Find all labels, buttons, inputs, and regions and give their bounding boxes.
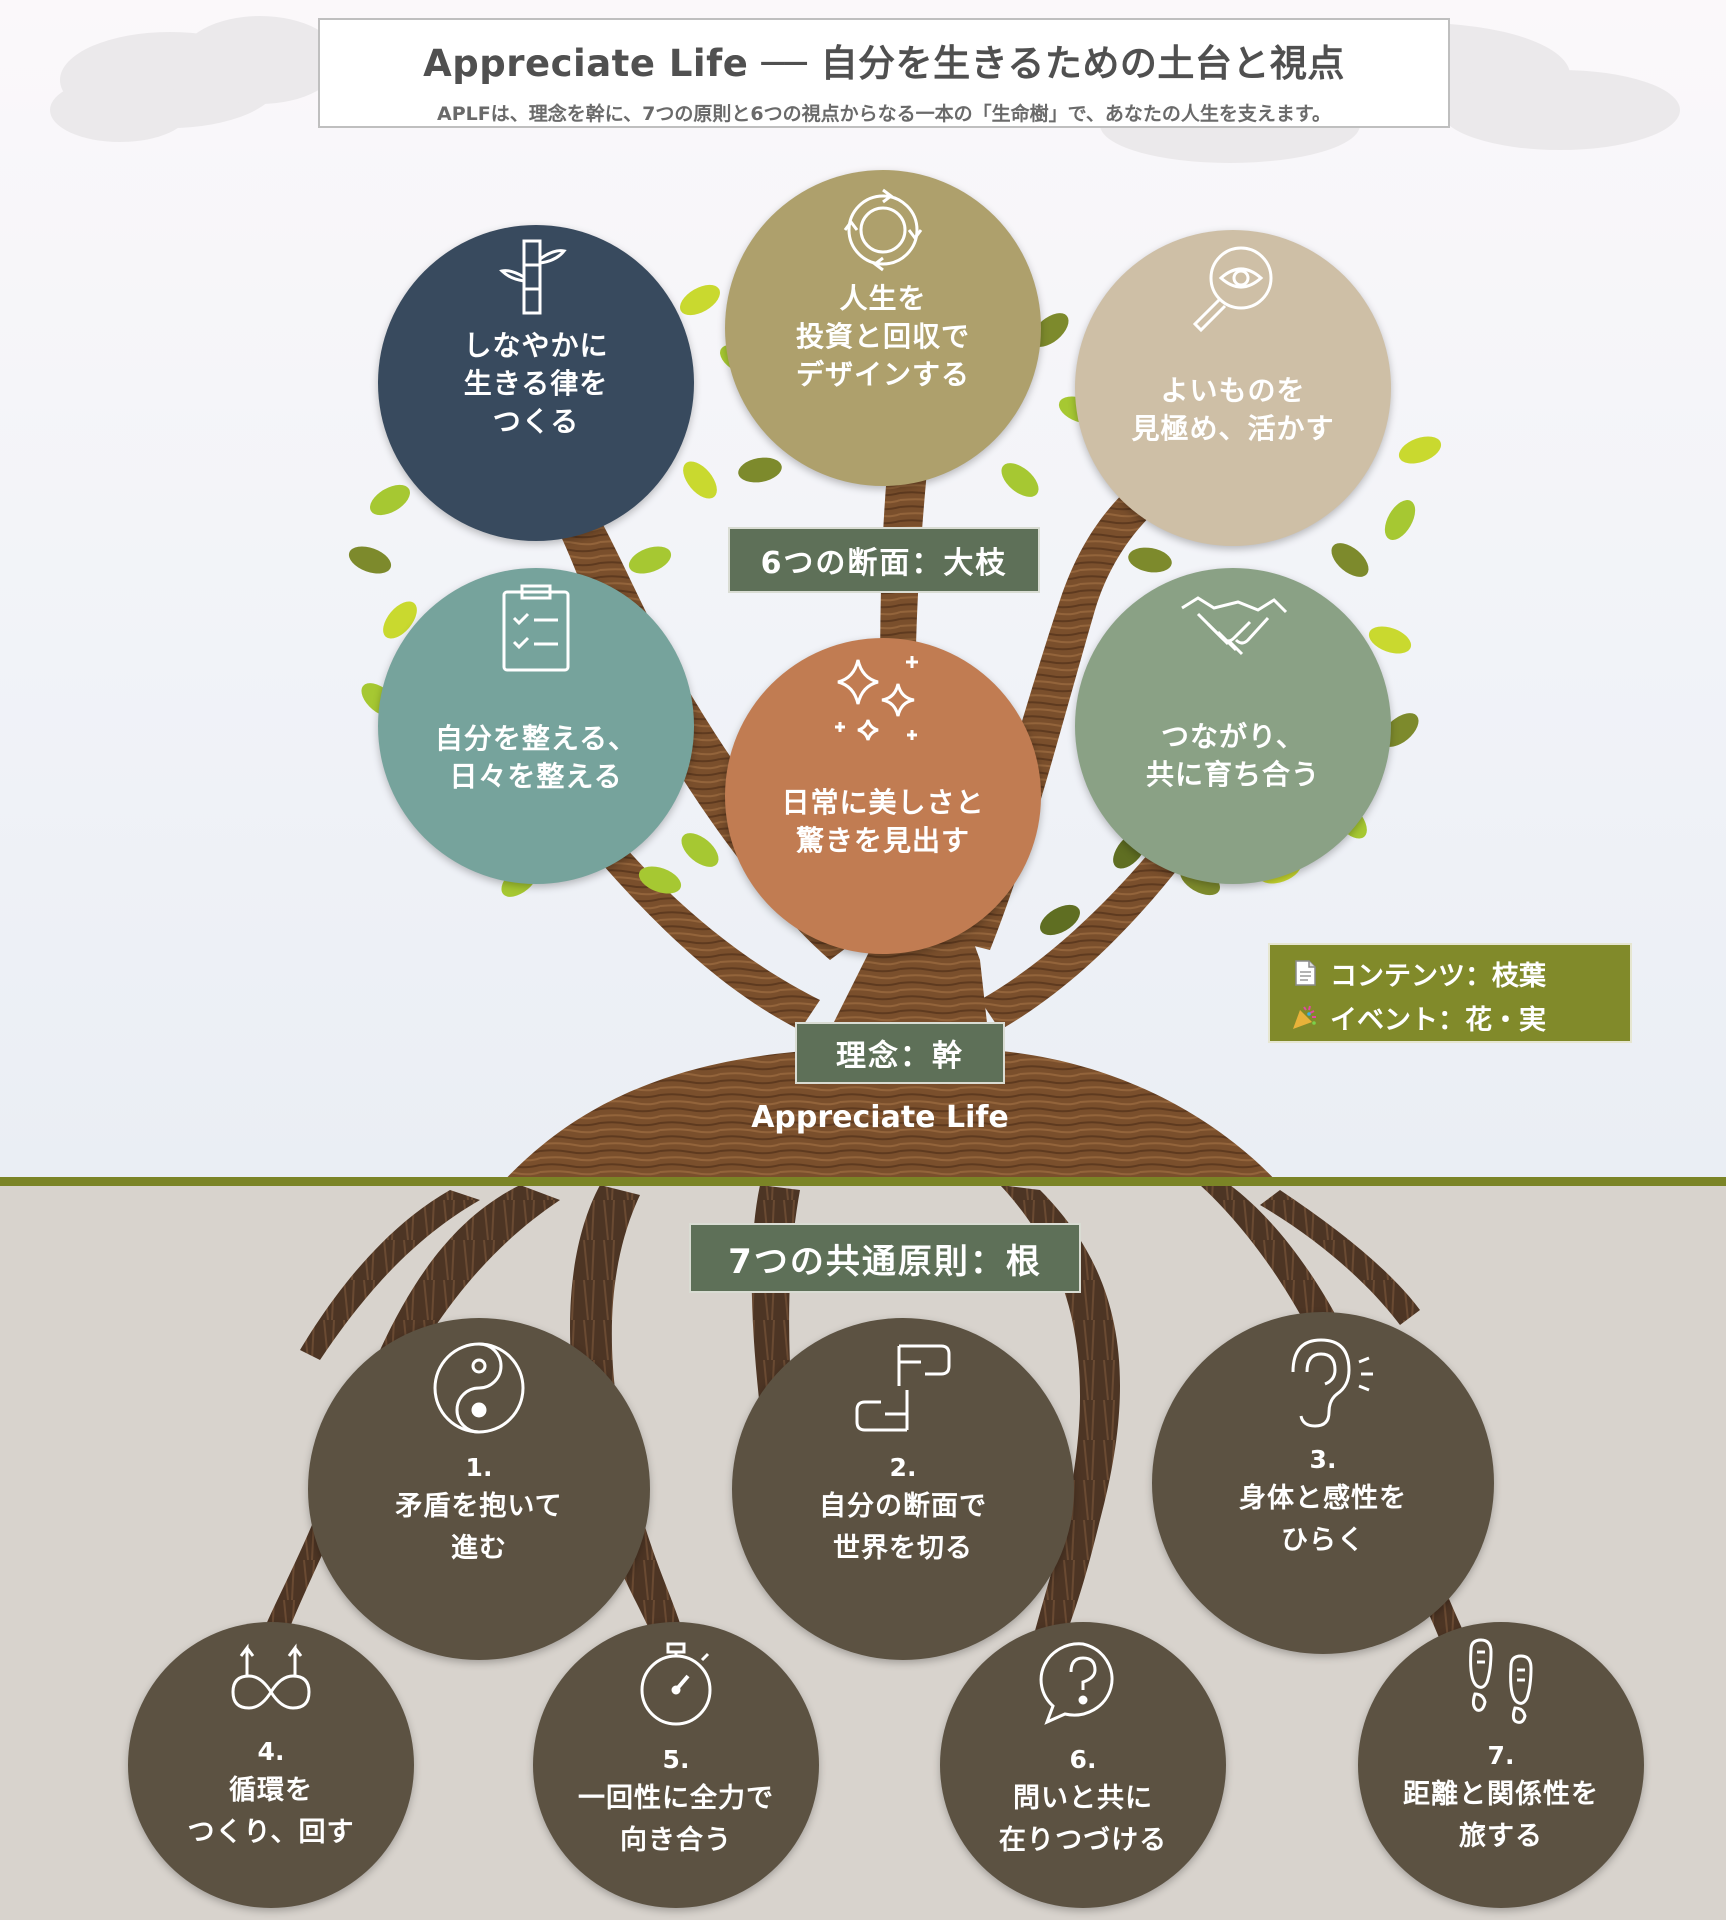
branch-label-3: よいものを 見極め、活かす bbox=[1131, 374, 1335, 445]
root-circle-2: 2. 自分の断面で 世界を切る bbox=[732, 1318, 1074, 1660]
root-label-6: 問いと共に 在りつづける bbox=[998, 1783, 1168, 1856]
branch-circle-2: 人生を 投資と回収で デザインする bbox=[725, 170, 1041, 486]
root-number-4: 4. bbox=[257, 1737, 285, 1766]
branch-label-6: つながり、 共に育ち合う bbox=[1145, 720, 1320, 791]
legend-row-events: イベント：花・実 bbox=[1290, 995, 1630, 1039]
branch-circle-4: 自分を整える、 日々を整える bbox=[378, 568, 694, 884]
checklist-icon bbox=[502, 584, 570, 672]
root-circle-1: 1. 矛盾を抱いて 進む bbox=[308, 1318, 650, 1660]
root-number-2: 2. bbox=[889, 1453, 917, 1482]
root-circle-5: 5. 一回性に全力で 向き合う bbox=[533, 1622, 819, 1908]
branch-circle-1: しなやかに 生きる律を つくる bbox=[378, 225, 694, 541]
legend-row-contents: コンテンツ：枝葉 bbox=[1290, 951, 1630, 995]
title-box: Appreciate Life ── 自分を生きるための土台と視点 APLFは、… bbox=[318, 18, 1450, 128]
root-circle-3: 3. 身体と感性を ひらく bbox=[1152, 1312, 1494, 1654]
page-title: Appreciate Life ── 自分を生きるための土台と視点 bbox=[423, 42, 1345, 85]
footprints-icon bbox=[1469, 1638, 1533, 1724]
branch-label-4: 自分を整える、 日々を整える bbox=[434, 722, 638, 793]
root-label-2: 自分の断面で 世界を切る bbox=[819, 1491, 987, 1564]
root-number-6: 6. bbox=[1069, 1745, 1097, 1774]
branches-tag: 6つの断面：大枝 bbox=[728, 527, 1040, 593]
branch-circle-6: つながり、 共に育ち合う bbox=[1075, 568, 1391, 884]
branch-circle-5: 日常に美しさと 驚きを見出す bbox=[725, 638, 1041, 954]
roots-tag: 7つの共通原則：根 bbox=[689, 1223, 1081, 1293]
bamboo-icon bbox=[499, 239, 567, 315]
root-number-7: 7. bbox=[1487, 1741, 1515, 1770]
infinity-arrows-icon bbox=[231, 1643, 311, 1710]
stopwatch-icon bbox=[640, 1642, 712, 1726]
root-number-5: 5. bbox=[662, 1745, 690, 1774]
branch-label-2: 人生を 投資と回収で デザインする bbox=[795, 282, 970, 391]
root-label-7: 距離と関係性を 旅する bbox=[1403, 1779, 1599, 1852]
handshake-icon bbox=[1181, 596, 1288, 656]
trunk-name: Appreciate Life bbox=[751, 1100, 1009, 1135]
branch-label-5: 日常に美しさと 驚きを見出す bbox=[781, 786, 985, 857]
ear-icon bbox=[1291, 1338, 1373, 1428]
legend-box: コンテンツ：枝葉 イベント：花・実 bbox=[1268, 943, 1632, 1043]
trunk-tag: 理念：幹 bbox=[795, 1022, 1005, 1084]
frame-hands-icon bbox=[855, 1344, 951, 1432]
legend-events-label: イベント：花・実 bbox=[1330, 1004, 1546, 1036]
root-circle-6: 6. 問いと共に 在りつづける bbox=[940, 1622, 1226, 1908]
root-number-3: 3. bbox=[1309, 1445, 1337, 1474]
root-label-5: 一回性に全力で 向き合う bbox=[578, 1783, 774, 1856]
root-label-3: 身体と感性を ひらく bbox=[1239, 1483, 1407, 1556]
document-icon bbox=[1295, 960, 1316, 986]
root-circle-4: 4. 循環を つくり、回す bbox=[128, 1622, 414, 1908]
question-bubble-icon bbox=[1039, 1642, 1114, 1725]
ground-line bbox=[0, 1177, 1726, 1186]
root-label-4: 循環を つくり、回す bbox=[187, 1775, 355, 1848]
root-number-1: 1. bbox=[465, 1453, 493, 1482]
party-popper-icon bbox=[1293, 1005, 1316, 1029]
root-label-1: 矛盾を抱いて 進む bbox=[395, 1491, 563, 1564]
cycle-arrows-icon bbox=[843, 188, 923, 272]
branch-circle-3: よいものを 見極め、活かす bbox=[1075, 230, 1391, 546]
page-subtitle: APLFは、理念を幹に、7つの原則と6つの視点からなる一本の「生命樹」で、あなた… bbox=[437, 103, 1331, 125]
magnifier-eye-icon bbox=[1192, 246, 1273, 333]
root-circle-7: 7. 距離と関係性を 旅する bbox=[1358, 1622, 1644, 1908]
sparkles-icon bbox=[835, 656, 918, 741]
legend-contents-label: コンテンツ：枝葉 bbox=[1330, 960, 1546, 992]
branch-label-1: しなやかに 生きる律を つくる bbox=[463, 329, 609, 438]
yin-yang-icon bbox=[433, 1342, 525, 1434]
